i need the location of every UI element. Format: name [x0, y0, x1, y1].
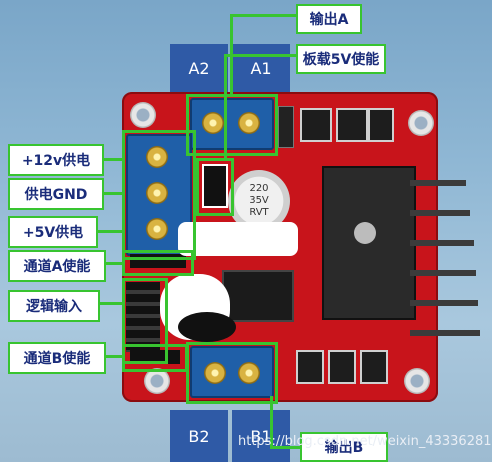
connector-line [270, 446, 300, 449]
diode [278, 106, 294, 148]
highlight-out-b [186, 342, 278, 404]
smd-diode [360, 350, 388, 384]
logic-header-pins [126, 282, 160, 352]
heatsink-fin [410, 180, 466, 186]
heatsink-fin [410, 300, 478, 306]
screw-icon [204, 362, 226, 384]
terminal-label-a1: A1 [232, 44, 290, 92]
connector-line [224, 54, 227, 160]
highlight-out-a [186, 94, 278, 156]
terminal-block-b [190, 346, 274, 398]
connector-line [104, 262, 124, 265]
screw-icon [146, 218, 168, 240]
jumper-5v [202, 164, 228, 208]
connector-line [102, 158, 124, 161]
highlight-enb [122, 344, 188, 372]
heatsink [322, 166, 416, 320]
connector-line [102, 192, 124, 195]
mount-hole-bl [144, 368, 170, 394]
label-channel-a-enable: 通道A使能 [8, 250, 106, 282]
highlight-power [122, 130, 196, 260]
terminal-block-a [190, 98, 274, 150]
highlight-ena [122, 250, 194, 276]
label-5v: +5V供电 [8, 216, 98, 248]
heatsink-fin [410, 330, 480, 336]
screw-icon [146, 182, 168, 204]
mount-hole-br [404, 368, 430, 394]
connector-line [230, 14, 296, 17]
label-channel-b-enable: 通道B使能 [8, 342, 106, 374]
connector-line [98, 302, 124, 305]
mask-shadow [178, 312, 236, 342]
mask-blob [178, 222, 298, 256]
terminal-label-a2: A2 [170, 44, 228, 92]
mount-hole-tr [408, 110, 434, 136]
capacitor-line3: RVT [249, 207, 269, 218]
capacitor-line1: 220 [249, 183, 269, 194]
screw-icon [146, 146, 168, 168]
smd-diode [300, 108, 332, 142]
smd-diode [296, 350, 324, 384]
highlight-logic [122, 278, 168, 364]
connector-line [270, 396, 273, 448]
screw-icon [238, 112, 260, 134]
capacitor-line2: 35V [249, 195, 269, 206]
smd-diode [368, 108, 394, 142]
label-12v: +12v供电 [8, 144, 104, 176]
screw-icon [202, 112, 224, 134]
connector-line [96, 230, 124, 233]
smd-diode [328, 350, 356, 384]
label-out-b: 输出B [300, 432, 388, 462]
label-logic-input: 逻辑输入 [8, 290, 100, 322]
label-out-a: 输出A [296, 4, 362, 34]
label-gnd: 供电GND [8, 178, 104, 210]
watermark: https://blog.csdn.net/weixin_43336281 [238, 434, 492, 449]
heatsink-fin [410, 240, 474, 246]
connector-line [104, 355, 124, 358]
screw-icon [238, 362, 260, 384]
highlight-jumper-5v [196, 158, 234, 216]
capacitor: 220 35V RVT [228, 170, 290, 232]
mount-hole-tl [130, 102, 156, 128]
terminal-label-b1: B1 [232, 410, 290, 462]
heatsink-fin [410, 270, 476, 276]
smd-diode [336, 108, 368, 142]
regulator-chip [222, 270, 294, 322]
label-board-5v: 板载5V使能 [296, 44, 386, 74]
heatsink-fin [410, 210, 470, 216]
terminal-label-b2: B2 [170, 410, 228, 462]
heatsink-screw-icon [354, 222, 376, 244]
connector-line [224, 54, 296, 57]
